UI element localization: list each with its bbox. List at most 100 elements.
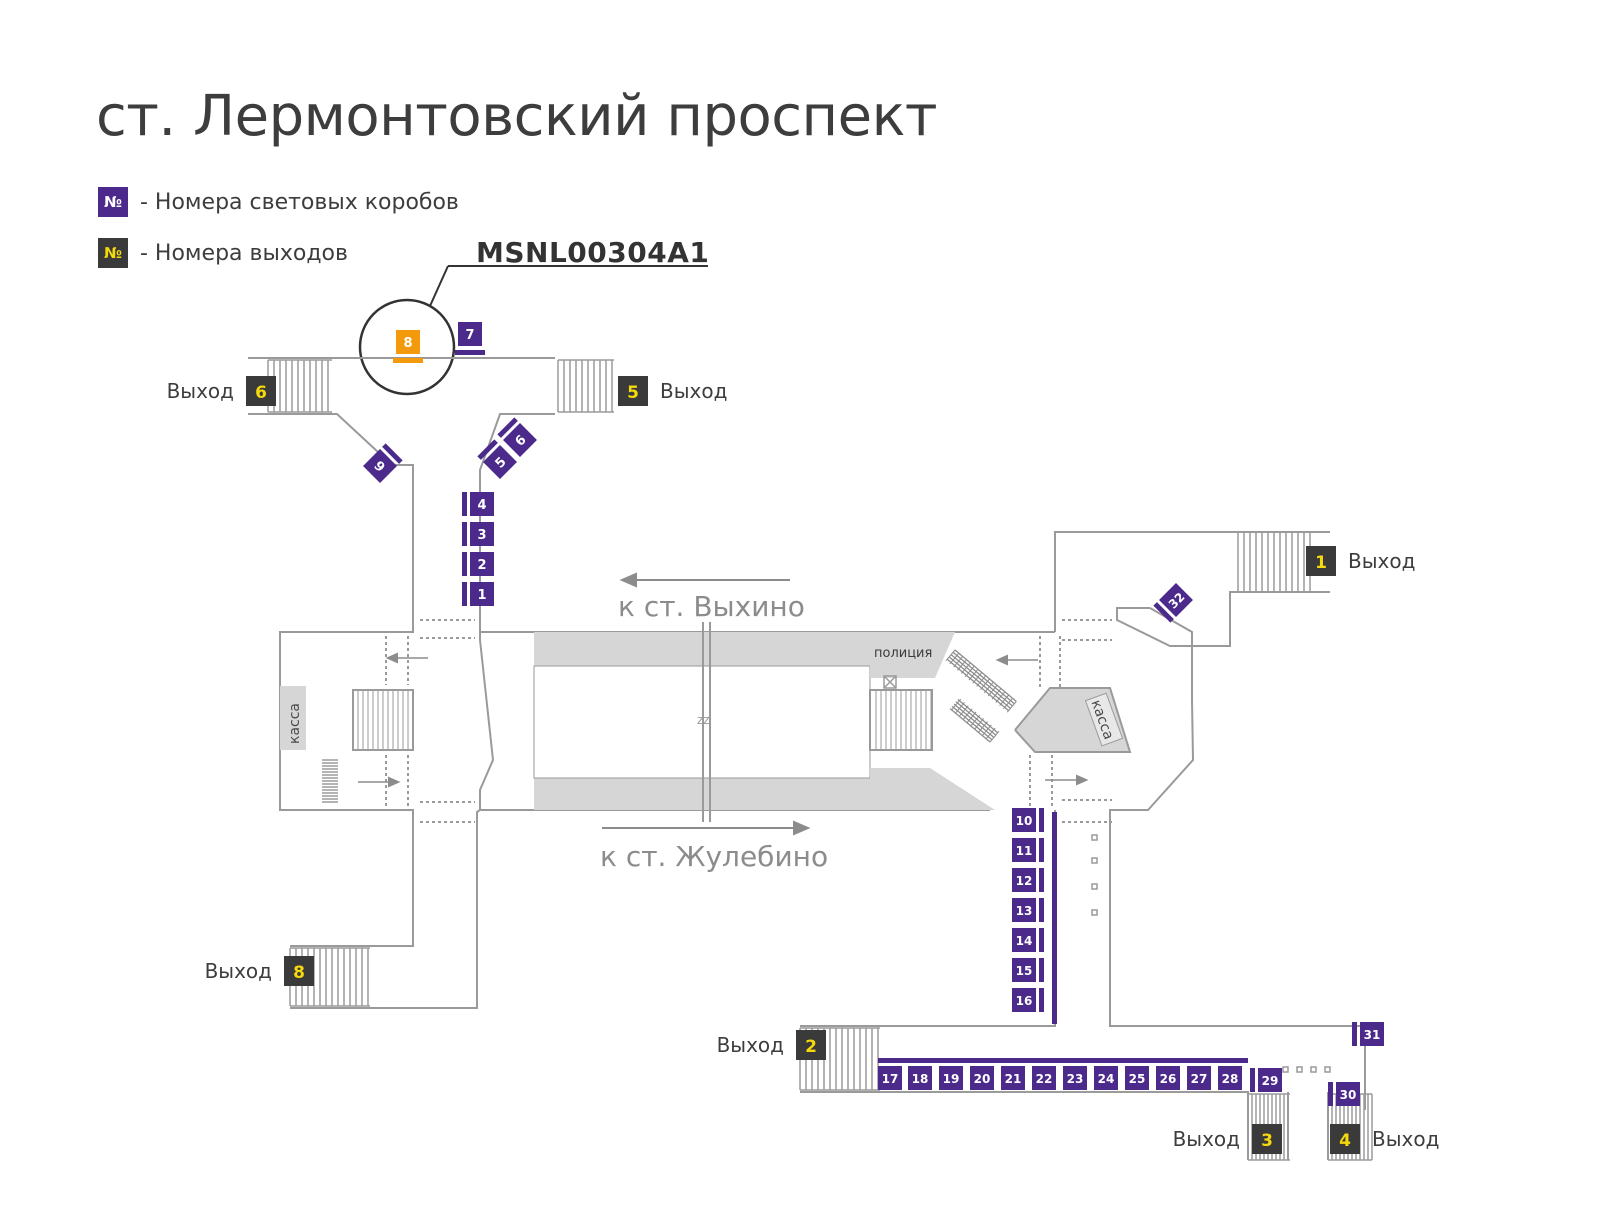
lightbox-bar	[462, 582, 467, 606]
escalators	[322, 649, 1017, 803]
lightbox-badge	[1012, 808, 1036, 832]
legend-exit-label: - Номера выходов	[140, 240, 348, 266]
lightbox-badge	[1094, 1066, 1118, 1090]
lightbox-number: 7	[465, 328, 474, 343]
lightbox-30: 30	[1328, 1082, 1360, 1106]
exit-2: 2 Выход	[717, 1030, 826, 1060]
lightbox-bar	[1039, 958, 1044, 982]
lightbox-number: 13	[1016, 904, 1033, 918]
exit-badge	[1330, 1124, 1360, 1154]
lightbox-15: 15	[1012, 958, 1044, 982]
lightbox-bar	[462, 552, 467, 576]
lightbox-number: 24	[1098, 1072, 1115, 1086]
lightbox-14: 14	[1012, 928, 1044, 952]
tracks	[533, 622, 995, 822]
exit-label: Выход	[717, 1033, 784, 1057]
exit-label: Выход	[660, 379, 727, 403]
lightbox-number: 15	[1016, 964, 1033, 978]
kassa-left: касса	[280, 686, 306, 750]
highlight-code: MSNL00304A1	[476, 236, 710, 269]
police-label: полиция	[874, 646, 932, 661]
lightbox-bar	[382, 443, 403, 464]
lightbox-4: 4	[462, 492, 494, 516]
lightbox-badge	[878, 1066, 902, 1090]
exit-number: 6	[255, 383, 267, 403]
lightbox-badge	[396, 330, 420, 354]
lightbox-16: 16	[1012, 988, 1044, 1012]
lightbox-number: 30	[1340, 1088, 1357, 1102]
lightbox-number: 20	[974, 1072, 991, 1086]
lightbox-number: 8	[403, 336, 412, 351]
lightbox-badge	[1012, 928, 1036, 952]
exit-number: 5	[627, 383, 639, 403]
exit-number: 4	[1339, 1131, 1351, 1151]
lightbox-32: 32	[1153, 583, 1193, 623]
lightbox-badge	[1032, 1066, 1056, 1090]
lightbox-22: 22	[1032, 1058, 1056, 1090]
lightbox-badge	[1125, 1066, 1149, 1090]
lightbox-badge	[1063, 1066, 1087, 1090]
exit-badge	[1306, 546, 1336, 576]
lightbox-badge	[470, 552, 494, 576]
lightbox-8: 8	[393, 330, 423, 363]
lightbox-badge	[1012, 868, 1036, 892]
lightbox-badge	[908, 1066, 932, 1090]
lightbox-badge	[1360, 1022, 1384, 1046]
lightbox-badge	[458, 322, 482, 346]
kassa-left-label: касса	[287, 703, 303, 744]
lightbox-number: 10	[1016, 814, 1033, 828]
lightbox-badge	[1159, 583, 1193, 617]
exit-badge	[246, 376, 276, 406]
lightbox-number: 23	[1067, 1072, 1084, 1086]
lightbox-badge	[939, 1066, 963, 1090]
lightbox-number: 19	[943, 1072, 960, 1086]
legend-lightboxes: № - Номера световых коробов	[98, 187, 459, 217]
turnstiles	[385, 619, 1112, 823]
lightbox-row-bar	[878, 1058, 1248, 1063]
columns	[883, 675, 1331, 1073]
lightbox-bar	[1039, 898, 1044, 922]
lightbox-2: 2	[462, 552, 494, 576]
exit-number: 8	[293, 963, 305, 983]
svg-text:zz: zz	[697, 713, 710, 727]
lightbox-bar	[1039, 988, 1044, 1012]
lightbox-badge	[1156, 1066, 1180, 1090]
lightbox-10: 10	[1012, 808, 1044, 832]
lightbox-badge	[1336, 1082, 1360, 1106]
exit-number: 3	[1261, 1131, 1273, 1151]
lightbox-bar	[497, 417, 518, 438]
exit-label: Выход	[1348, 549, 1415, 573]
lightbox-bar	[1328, 1082, 1333, 1106]
lightbox-number: 14	[1016, 934, 1033, 948]
lightbox-number: 11	[1016, 844, 1033, 858]
lightbox-badge	[1187, 1066, 1211, 1090]
lightbox-badge	[470, 522, 494, 546]
lightbox-badge	[1218, 1066, 1242, 1090]
legend-exit-swatch: №	[98, 238, 128, 268]
lightbox-number: 17	[882, 1072, 899, 1086]
lightbox-bar	[1250, 1068, 1255, 1092]
lightbox-badge	[1012, 898, 1036, 922]
lightbox-badge	[970, 1066, 994, 1090]
exit-number: 2	[805, 1037, 817, 1057]
lightbox-3: 3	[462, 522, 494, 546]
lightbox-bar	[462, 492, 467, 516]
lightbox-12: 12	[1012, 868, 1044, 892]
exit-badge	[796, 1030, 826, 1060]
lightbox-number: 21	[1005, 1072, 1022, 1086]
highlight-callout	[358, 265, 708, 396]
exit-number: 1	[1315, 553, 1327, 573]
lightbox-badge	[1258, 1068, 1282, 1092]
exit-badge	[284, 956, 314, 986]
legend-lightbox-swatch: №	[98, 187, 128, 217]
direction-zhulebino-label: к ст. Жулебино	[600, 840, 828, 873]
lightbox-number: 22	[1036, 1072, 1053, 1086]
exit-badge	[1252, 1124, 1282, 1154]
lightbox-number: 31	[1364, 1028, 1381, 1042]
lightbox-bar	[455, 350, 485, 355]
